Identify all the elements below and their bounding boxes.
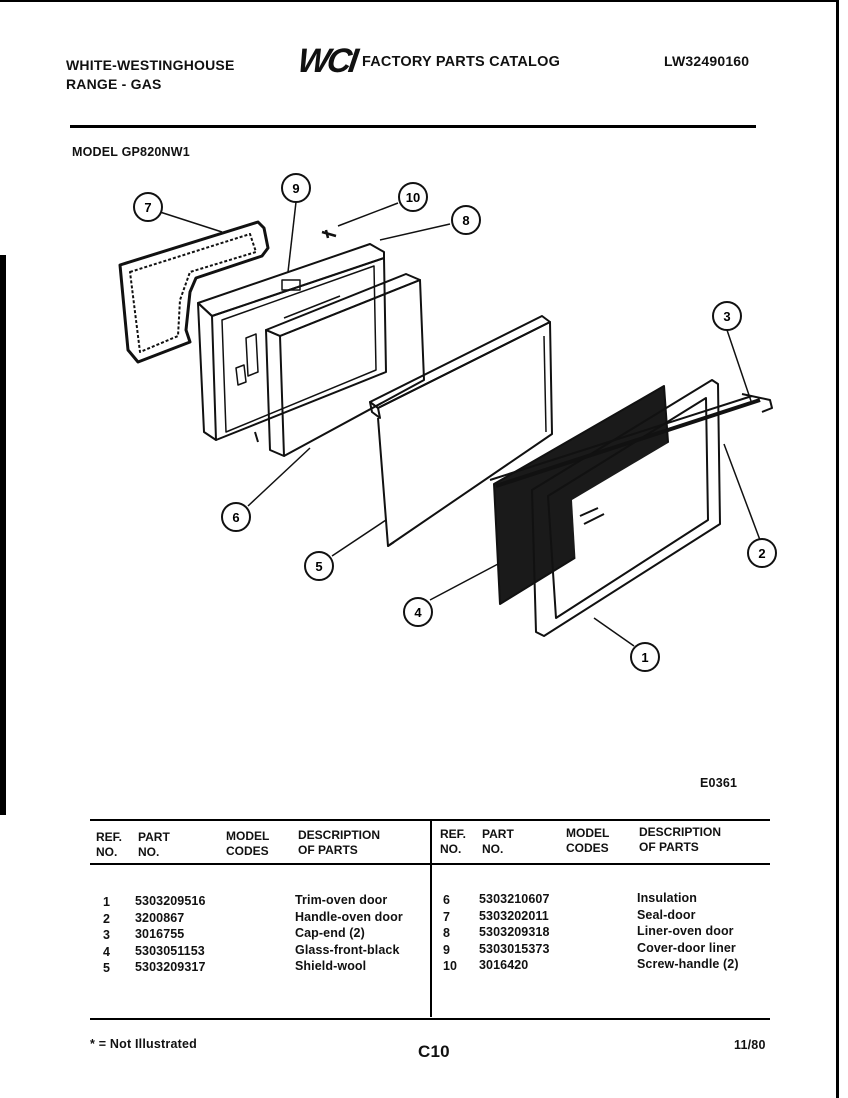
callout-2: 2 bbox=[747, 538, 777, 568]
left-desc-column: Trim-oven door Handle-oven door Cap-end … bbox=[295, 892, 403, 975]
callout-6: 6 bbox=[221, 502, 251, 532]
table-cell: Shield-wool bbox=[295, 959, 367, 973]
svg-text:7: 7 bbox=[144, 200, 151, 215]
table-row: 9 bbox=[443, 942, 451, 957]
callout-9: 9 bbox=[281, 173, 311, 203]
table-cell: Cap-end (2) bbox=[295, 926, 365, 940]
part-shield-wool bbox=[369, 315, 553, 547]
table-cell: Screw-handle (2) bbox=[637, 957, 739, 971]
table-cell: 5303209516 bbox=[135, 894, 206, 908]
callout-8: 8 bbox=[451, 205, 481, 235]
table-row: 4 bbox=[103, 944, 111, 959]
table-cell: 3016755 bbox=[135, 927, 185, 941]
exploded-door-diagram: 7 9 10 8 3 2 6 5 4 1 bbox=[118, 173, 777, 672]
table-cell: 5303209317 bbox=[135, 960, 206, 974]
table-row: 6 bbox=[443, 893, 451, 907]
page-top-border bbox=[0, 0, 838, 2]
svg-text:2: 2 bbox=[758, 546, 765, 561]
table-cell: 5303210607 bbox=[479, 892, 550, 906]
model-label: MODEL GP820NW1 bbox=[72, 145, 190, 159]
part-screw-handle bbox=[321, 229, 337, 239]
right-ref-column: 6 7 8 9 10 bbox=[443, 892, 457, 975]
page-left-edge-mark bbox=[0, 255, 6, 815]
right-part-column: 5303210607 5303202011 5303209318 5303015… bbox=[479, 891, 550, 974]
table-row: 3 bbox=[103, 928, 111, 942]
svg-text:4: 4 bbox=[414, 605, 422, 620]
table-cell: 5303202011 bbox=[479, 908, 549, 923]
table-cell: Cover-door liner bbox=[637, 940, 736, 955]
callout-markers: 7 9 10 8 3 2 6 5 4 1 bbox=[133, 173, 777, 672]
table-cell: 5303209318 bbox=[479, 925, 550, 939]
svg-text:6: 6 bbox=[232, 510, 239, 525]
table-row: 8 bbox=[443, 926, 451, 940]
brand-line-2: RANGE - GAS bbox=[66, 76, 162, 92]
table-row: 1 bbox=[103, 895, 111, 909]
table-cell: Insulation bbox=[637, 891, 698, 905]
svg-text:5: 5 bbox=[315, 559, 322, 574]
right-desc-column: Insulation Seal-door Liner-oven door Cov… bbox=[637, 890, 739, 973]
header-ref-right: REF.NO. bbox=[440, 827, 467, 856]
table-cell: Seal-door bbox=[637, 907, 696, 922]
header-rule bbox=[70, 125, 756, 128]
table-cell: 5303051153 bbox=[135, 943, 205, 958]
svg-text:8: 8 bbox=[462, 213, 469, 228]
catalog-number: LW32490160 bbox=[664, 53, 750, 69]
callout-7: 7 bbox=[133, 192, 163, 222]
part-seal-door bbox=[118, 220, 270, 364]
table-cell: 3200867 bbox=[135, 910, 185, 925]
part-handle-oven-door bbox=[489, 393, 773, 488]
table-cell: Handle-oven door bbox=[295, 909, 403, 924]
table-cell: Trim-oven door bbox=[295, 893, 388, 907]
svg-text:1: 1 bbox=[641, 650, 648, 665]
callout-5: 5 bbox=[304, 551, 334, 581]
wci-logo: WCI bbox=[295, 42, 358, 80]
left-part-column: 5303209516 3200867 3016755 5303051153 53… bbox=[135, 893, 206, 976]
left-ref-column: 1 2 3 4 5 bbox=[103, 894, 110, 977]
catalog-title: FACTORY PARTS CATALOG bbox=[362, 54, 561, 70]
brand-line-1: WHITE-WESTINGHOUSE bbox=[66, 57, 235, 73]
table-cell: 3016420 bbox=[479, 958, 529, 972]
table-row: 5 bbox=[103, 961, 111, 975]
header-ref-left: REF.NO. bbox=[96, 830, 123, 859]
table-top-rule bbox=[90, 819, 770, 821]
table-cell: Glass-front-black bbox=[295, 942, 400, 957]
table-row: 2 bbox=[103, 911, 111, 926]
table-row: 10 bbox=[443, 959, 458, 973]
catalog-date: 11/80 bbox=[734, 1038, 766, 1052]
callout-4: 4 bbox=[403, 597, 433, 627]
table-row: 7 bbox=[443, 909, 451, 924]
leader-lines bbox=[159, 201, 761, 647]
svg-text:9: 9 bbox=[292, 181, 299, 196]
not-illustrated-note: * = Not Illustrated bbox=[90, 1037, 197, 1051]
table-center-divider bbox=[430, 821, 432, 1017]
svg-text:10: 10 bbox=[406, 190, 420, 205]
part-insulation bbox=[265, 273, 425, 457]
callout-10: 10 bbox=[398, 182, 428, 212]
page-number: C10 bbox=[418, 1042, 450, 1061]
table-cell: 5303015373 bbox=[479, 941, 550, 956]
part-trim-oven-door bbox=[531, 379, 721, 637]
figure-code: E0361 bbox=[700, 776, 738, 790]
callout-3: 3 bbox=[712, 301, 742, 331]
callout-1: 1 bbox=[630, 642, 660, 672]
page-right-border bbox=[836, 0, 839, 1098]
part-liner-oven-door bbox=[197, 243, 387, 443]
table-cell: Liner-oven door bbox=[637, 924, 734, 938]
svg-text:3: 3 bbox=[723, 309, 730, 324]
table-bottom-rule bbox=[90, 1018, 770, 1020]
